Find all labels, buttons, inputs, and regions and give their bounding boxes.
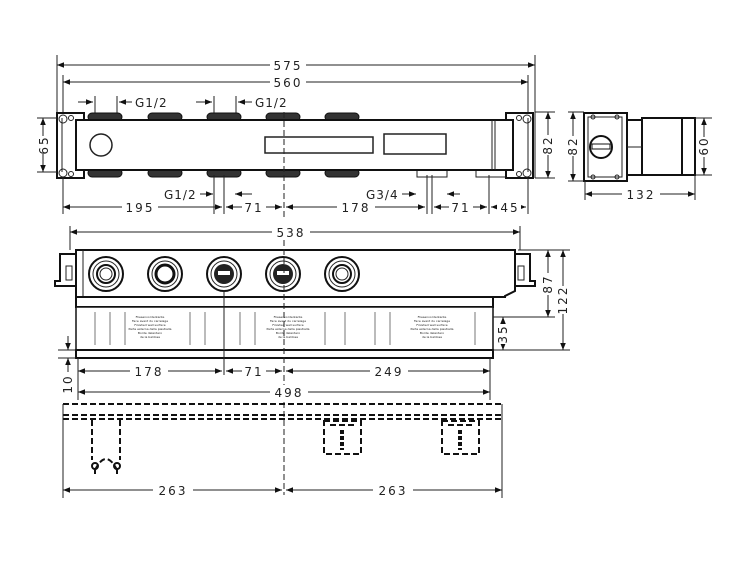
svg-text:Borde delantero: Borde delantero [420,331,444,335]
label-block-3: Fliesenvorderkante Face avant du carrela… [410,315,453,339]
dim-10: 10 [61,374,75,393]
svg-text:Finished wall surface: Finished wall surface [272,323,303,327]
side-pipe [641,117,683,176]
dim-249: 249 [375,365,404,379]
svg-text:Face avant du carrelage: Face avant du carrelage [270,319,306,323]
label-block-2: Fliesenvorderkante Face avant du carrela… [266,315,309,339]
bottom-view: 263 263 [62,403,503,498]
bottom-fitting-1 [323,420,362,455]
dim-65: 65 [37,135,51,154]
trim-slot-1 [264,136,374,154]
trim-slot-2 [383,133,447,155]
dim-263-right: 263 [379,484,408,498]
svg-text:de la baldosa: de la baldosa [140,335,160,339]
svg-text:Fliesenvorderkante: Fliesenvorderkante [274,315,303,319]
cartridge-circle [89,133,113,157]
svg-text:de la baldosa: de la baldosa [278,335,298,339]
side-dim-60: 60 [697,136,711,155]
label-block-1: Fliesenvorderkante Face avant du carrela… [128,315,171,339]
thread-label-g12-bottom: G1/2 [164,188,197,202]
dim-87: 87 [541,274,555,293]
dim-263-left: 263 [159,484,188,498]
dim-82: 82 [541,135,555,154]
front-bracket-left [54,253,79,287]
side-dim-82: 82 [566,136,580,155]
dimension-chain-top-view [62,175,529,214]
side-view: 82 60 132 [566,111,712,202]
dim-71-front: 71 [244,365,263,379]
svg-text:Face avant du carrelage: Face avant du carrelage [414,319,450,323]
thread-label-g12-top-1: G1/2 [135,96,168,110]
svg-text:Face avant du carrelage: Face avant du carrelage [132,319,168,323]
svg-text:Parte esterna della piastrella: Parte esterna della piastrella [410,327,453,331]
mounting-bracket-left [56,112,85,179]
wall-hook-hidden [91,420,121,474]
dim-178-front: 178 [135,365,164,379]
svg-text:Borde delantero: Borde delantero [276,331,300,335]
valve-body-top [75,119,514,171]
dim-575: 575 [274,59,303,73]
svg-text:Finished wall surface: Finished wall surface [416,323,447,327]
svg-text:Fliesenvorderkante: Fliesenvorderkante [136,315,165,319]
svg-text:Parte esterna della piastrella: Parte esterna della piastrella [128,327,171,331]
dim-498: 498 [275,386,304,400]
dim-35: 35 [496,324,510,343]
svg-text:Fliesenvorderkante: Fliesenvorderkante [418,315,447,319]
dim-122: 122 [556,286,570,315]
dim-71-b: 71 [451,201,470,215]
side-dim-132: 132 [627,188,656,202]
dim-195: 195 [126,201,155,215]
dim-560: 560 [274,76,303,90]
front-view: 538 Fliesenvorderkante Face avant du car… [54,225,570,495]
top-view: 575 560 G1/2 G1/2 [37,55,555,220]
front-ports [88,256,360,292]
dim-71-a: 71 [244,201,263,215]
svg-text:Parte esterna della piastrella: Parte esterna della piastrella [266,327,309,331]
svg-text:de la baldosa: de la baldosa [422,335,442,339]
dim-538: 538 [277,226,306,240]
svg-text:Finished wall surface: Finished wall surface [134,323,165,327]
svg-text:Borde delantero: Borde delantero [138,331,162,335]
dim-178-top: 178 [342,201,371,215]
thread-label-g34: G3/4 [366,188,399,202]
dim-45: 45 [500,201,519,215]
thread-label-g12-top-2: G1/2 [255,96,288,110]
bottom-fitting-2 [441,420,480,455]
